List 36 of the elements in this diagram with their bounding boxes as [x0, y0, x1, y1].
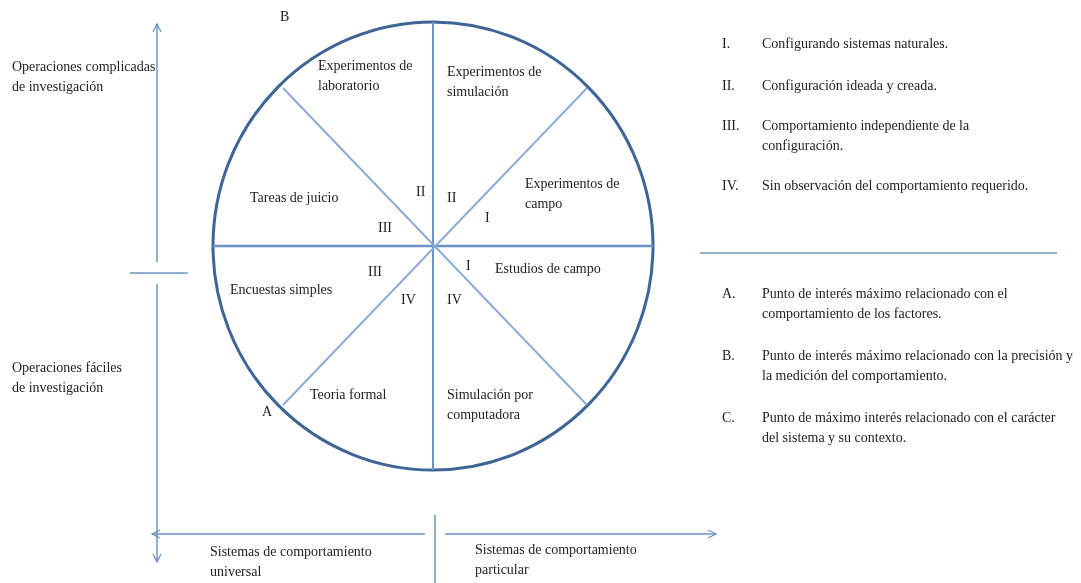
- sector-numeral: III: [378, 219, 392, 237]
- sector-numeral: II: [416, 183, 426, 201]
- sector-label: Estudios de campo: [495, 260, 601, 278]
- key-numeral: II.: [722, 77, 735, 95]
- sector-label: Simulación por computadora: [447, 386, 534, 424]
- axis-label: Sistemas de comportamiento particular: [475, 541, 638, 579]
- sector-numeral: IV: [401, 291, 416, 309]
- key-text: Configuración ideada y creada.: [762, 77, 938, 95]
- sector-label: Teoria formal: [310, 386, 387, 404]
- axis-label: Operaciones complicadas de investigación: [12, 58, 157, 96]
- key-text: Comportamiento independiente de la configuración.: [762, 117, 971, 155]
- key-text: Punto de máximo interés relacionado con el carácter del sistema y su contexto.: [762, 409, 1057, 447]
- key-numeral: IV.: [722, 177, 739, 195]
- point-letter: A: [262, 403, 273, 421]
- sector-label: Tareas de juicio: [250, 189, 339, 207]
- axis-label: Sistemas de comportamiento universal: [210, 543, 373, 581]
- sector-label: Experimentos de simulación: [447, 63, 543, 101]
- key-text: Sin observación del comportamiento requerido.: [762, 177, 1030, 195]
- sector-label: Encuestas simples: [230, 281, 333, 299]
- key-numeral: C.: [722, 409, 735, 427]
- sector-label: Experimentos de laboratorio: [318, 57, 414, 95]
- key-text: Punto de interés máximo relacionado con el comportamiento de los factores.: [762, 285, 1009, 323]
- sector-numeral: I: [466, 257, 471, 275]
- key-numeral: B.: [722, 347, 735, 365]
- sector-label: Experimentos de campo: [525, 175, 621, 213]
- key-numeral: III.: [722, 117, 740, 135]
- sector-numeral: II: [447, 189, 457, 207]
- sector-numeral: IV: [447, 291, 462, 309]
- key-numeral: A.: [722, 285, 736, 303]
- key-numeral: I.: [722, 35, 731, 53]
- sector-numeral: III: [368, 263, 382, 281]
- sector-numeral: I: [485, 209, 490, 227]
- axis-label: Operaciones fáciles de investigación: [12, 359, 123, 397]
- key-text: Punto de interés máximo relacionado con la precisión y la medición del comportamiento.: [762, 347, 1074, 385]
- point-letter: B: [280, 8, 290, 26]
- key-text: Configurando sistemas naturales.: [762, 35, 950, 53]
